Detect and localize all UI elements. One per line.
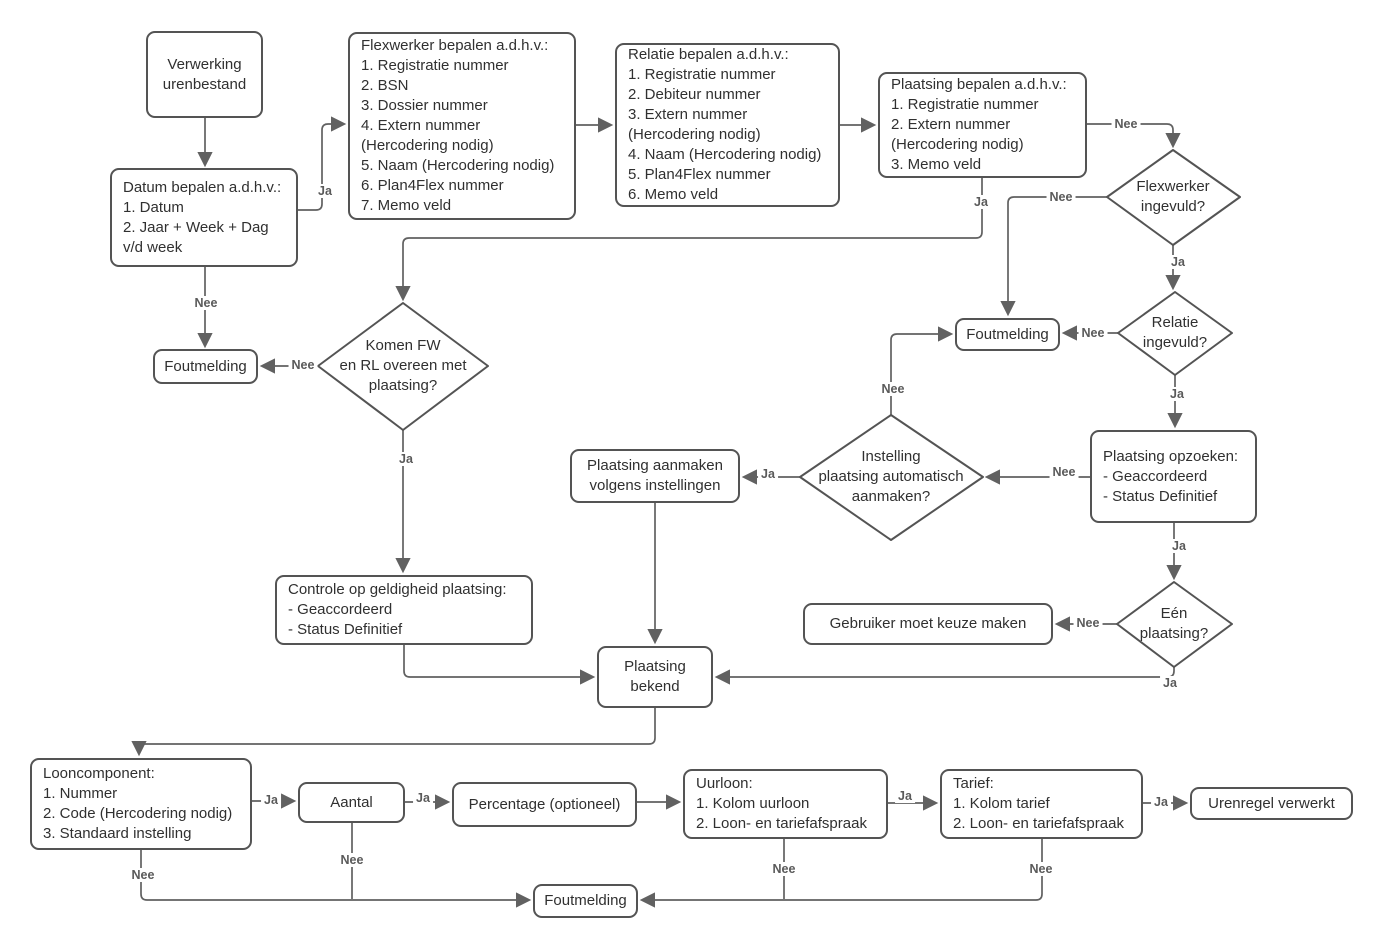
- decision-instelling-automatisch-text: Instelling plaatsing automatisch aanmake…: [818, 448, 964, 505]
- edge-label-nee-flexingevuld-foutmelding: Nee: [1046, 190, 1076, 204]
- node-plaatsing-opzoeken: Plaatsing opzoeken: - Geaccordeerd - Sta…: [1090, 430, 1257, 523]
- edge-label-nee-datum-foutmelding: Nee: [191, 296, 221, 310]
- edge-label-ja-looncomponent-aantal: Ja: [261, 793, 281, 807]
- edge-label-ja-komenfw-controle: Ja: [396, 452, 416, 466]
- node-percentage: Percentage (optioneel): [452, 782, 637, 827]
- node-gebruiker-keuze: Gebruiker moet keuze maken: [803, 603, 1053, 645]
- edge-label-ja-aantal-percentage: Ja: [413, 791, 433, 805]
- edge-label-ja-plaatsing-komenfw: Ja: [971, 195, 991, 209]
- node-plaatsing-bekend: Plaatsing bekend: [597, 646, 713, 708]
- edge-label-ja-relatieingevuld-opzoeken: Ja: [1167, 387, 1187, 401]
- edge-eenplaatsing-bekend-ja: [714, 667, 1175, 685]
- node-foutmelding-onder: Foutmelding: [533, 884, 638, 918]
- edge-label-ja-datum-flexwerker: Ja: [315, 184, 335, 198]
- decision-instelling-automatisch-shape: [799, 414, 984, 541]
- node-verwerking-urenbestand: Verwerking urenbestand: [146, 31, 263, 118]
- edge-label-nee-plaatsing-flexingevuld: Nee: [1111, 117, 1141, 131]
- edge-label-nee-relatieingevuld-foutmelding: Nee: [1078, 326, 1108, 340]
- node-urenregel-verwerkt: Urenregel verwerkt: [1190, 787, 1353, 820]
- edge-label-ja-uurloon-tarief: Ja: [895, 789, 915, 803]
- node-flexwerker-bepalen: Flexwerker bepalen a.d.h.v.: 1. Registra…: [348, 32, 576, 220]
- edge-flexingevuld-foutmelding-nee: [1000, 196, 1107, 317]
- node-relatie-bepalen: Relatie bepalen a.d.h.v.: 1. Registratie…: [615, 43, 840, 207]
- edge-label-nee-eenplaatsing-gebruiker: Nee: [1073, 616, 1103, 630]
- node-aantal: Aantal: [298, 782, 405, 823]
- edge-label-ja-opzoeken-eenplaatsing: Ja: [1169, 539, 1189, 553]
- edge-label-ja-tarief-urenregel: Ja: [1151, 795, 1171, 809]
- decision-komen-fw-rl-shape: [317, 302, 489, 431]
- decision-een-plaatsing-shape: [1116, 581, 1233, 668]
- edge-label-nee-looncomponent-foutmelding: Nee: [128, 868, 158, 882]
- edge-label-nee-tarief-foutmelding: Nee: [1026, 862, 1056, 876]
- node-foutmelding-midden: Foutmelding: [955, 318, 1060, 351]
- edge-label-ja-flexingevuld-relatieingevuld: Ja: [1168, 255, 1188, 269]
- node-tarief: Tarief: 1. Kolom tarief 2. Loon- en tari…: [940, 769, 1143, 839]
- decision-flexwerker-ingevuld-shape: [1106, 149, 1241, 246]
- node-uurloon: Uurloon: 1. Kolom uurloon 2. Loon- en ta…: [683, 769, 888, 839]
- edge-label-nee-opzoeken-instelling: Nee: [1049, 465, 1079, 479]
- decision-flexwerker-ingevuld-text: Flexwerker ingevuld?: [1136, 178, 1210, 215]
- decision-een-plaatsing-text: Eén plaatsing?: [1139, 605, 1209, 642]
- edge-label-nee-aantal-foutmelding: Nee: [337, 853, 367, 867]
- decision-relatie-ingevuld-shape: [1117, 291, 1233, 376]
- edge-controle-bekend: [403, 645, 596, 685]
- node-datum-bepalen: Datum bepalen a.d.h.v.: 1. Datum 2. Jaar…: [110, 168, 298, 267]
- edge-label-nee-komenfw-foutmelding: Nee: [288, 358, 318, 372]
- edge-instelling-foutmelding-nee: [890, 326, 954, 415]
- edge-bekend-looncomponent: [131, 708, 656, 757]
- decision-relatie-ingevuld-text: Relatie ingevuld?: [1142, 314, 1208, 351]
- edge-label-nee-instelling-foutmelding: Nee: [878, 382, 908, 396]
- edge-label-ja-eenplaatsing-bekend: Ja: [1160, 676, 1180, 690]
- edge-looncomponent-foutmelding-nee: [140, 850, 532, 908]
- edge-label-nee-uurloon-foutmelding: Nee: [769, 862, 799, 876]
- node-looncomponent: Looncomponent: 1. Nummer 2. Code (Hercod…: [30, 758, 252, 850]
- node-controle-geldigheid: Controle op geldigheid plaatsing: - Geac…: [275, 575, 533, 645]
- edge-label-ja-instelling-aanmaken: Ja: [758, 467, 778, 481]
- node-plaatsing-bepalen: Plaatsing bepalen a.d.h.v.: 1. Registrat…: [878, 72, 1087, 178]
- node-foutmelding-datum: Foutmelding: [153, 349, 258, 384]
- node-plaatsing-aanmaken: Plaatsing aanmaken volgens instellingen: [570, 449, 740, 503]
- decision-komen-fw-rl-text: Komen FW en RL overeen met plaatsing?: [339, 337, 467, 394]
- edge-tarief-foutmelding-nee: [639, 839, 1043, 908]
